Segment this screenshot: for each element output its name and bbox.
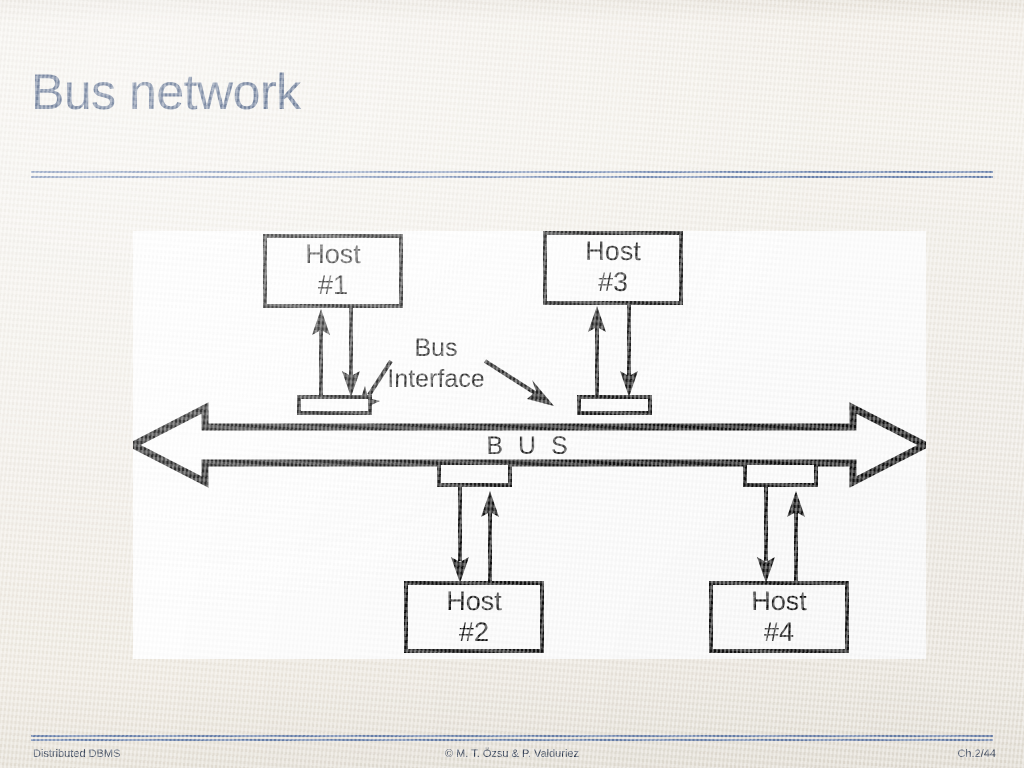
host-4-label-line2: #4 [764, 617, 794, 647]
host-2-uplink-arrow [481, 491, 499, 583]
host-1-downlink-arrow [342, 306, 360, 397]
host-3-label-line2: #3 [598, 267, 628, 297]
slide-footer: Distributed DBMS © M. T. Özsu & P. Valdu… [0, 748, 1024, 768]
footer-divider-line-bottom [31, 739, 993, 741]
host-box-3: Host #3 [543, 231, 683, 305]
bus-interface-label-line1: Bus [414, 334, 457, 362]
bus-interface-pointer-right [483, 359, 554, 406]
host-1-uplink-arrow [312, 309, 330, 397]
title-divider-line-top [31, 171, 993, 173]
host-2-label-line2: #2 [459, 617, 489, 647]
host-1-label-line1: Host [305, 239, 361, 269]
footer-copyright: © M. T. Özsu & P. Valduriez [444, 748, 580, 760]
page-title: Bus network [31, 64, 301, 120]
host-box-1: Host #1 [263, 234, 403, 308]
host-2-downlink-arrow [451, 485, 469, 583]
bus-interface-box-2 [437, 461, 512, 487]
bus-interface-box-4 [743, 461, 818, 487]
footer-divider-line-top [31, 735, 993, 737]
footer-page-number: Ch.2/44 [957, 748, 996, 760]
footer-course-label: Distributed DBMS [33, 748, 121, 760]
host-2-label-line1: Host [446, 586, 502, 616]
bus-label: B U S [486, 432, 571, 460]
host-1-label-line2: #1 [318, 270, 348, 300]
title-divider-line-bottom [31, 176, 993, 178]
host-3-downlink-arrow [620, 303, 638, 397]
bus-interface-box-1 [297, 395, 372, 415]
title-divider [31, 171, 993, 178]
host-4-uplink-arrow [787, 491, 805, 583]
footer-divider [31, 735, 993, 741]
host-3-uplink-arrow [588, 306, 606, 397]
host-box-4: Host #4 [709, 581, 849, 653]
host-4-label-line1: Host [751, 586, 807, 616]
bus-bar: B U S [133, 402, 926, 488]
host-4-downlink-arrow [757, 485, 775, 583]
host-3-label-line1: Host [585, 236, 641, 266]
bus-interface-label-line2: Interface [387, 365, 484, 393]
bus-interface-box-3 [577, 395, 652, 415]
bus-network-diagram: Host #1 Host #3 [133, 231, 926, 659]
host-box-2: Host #2 [404, 581, 544, 653]
